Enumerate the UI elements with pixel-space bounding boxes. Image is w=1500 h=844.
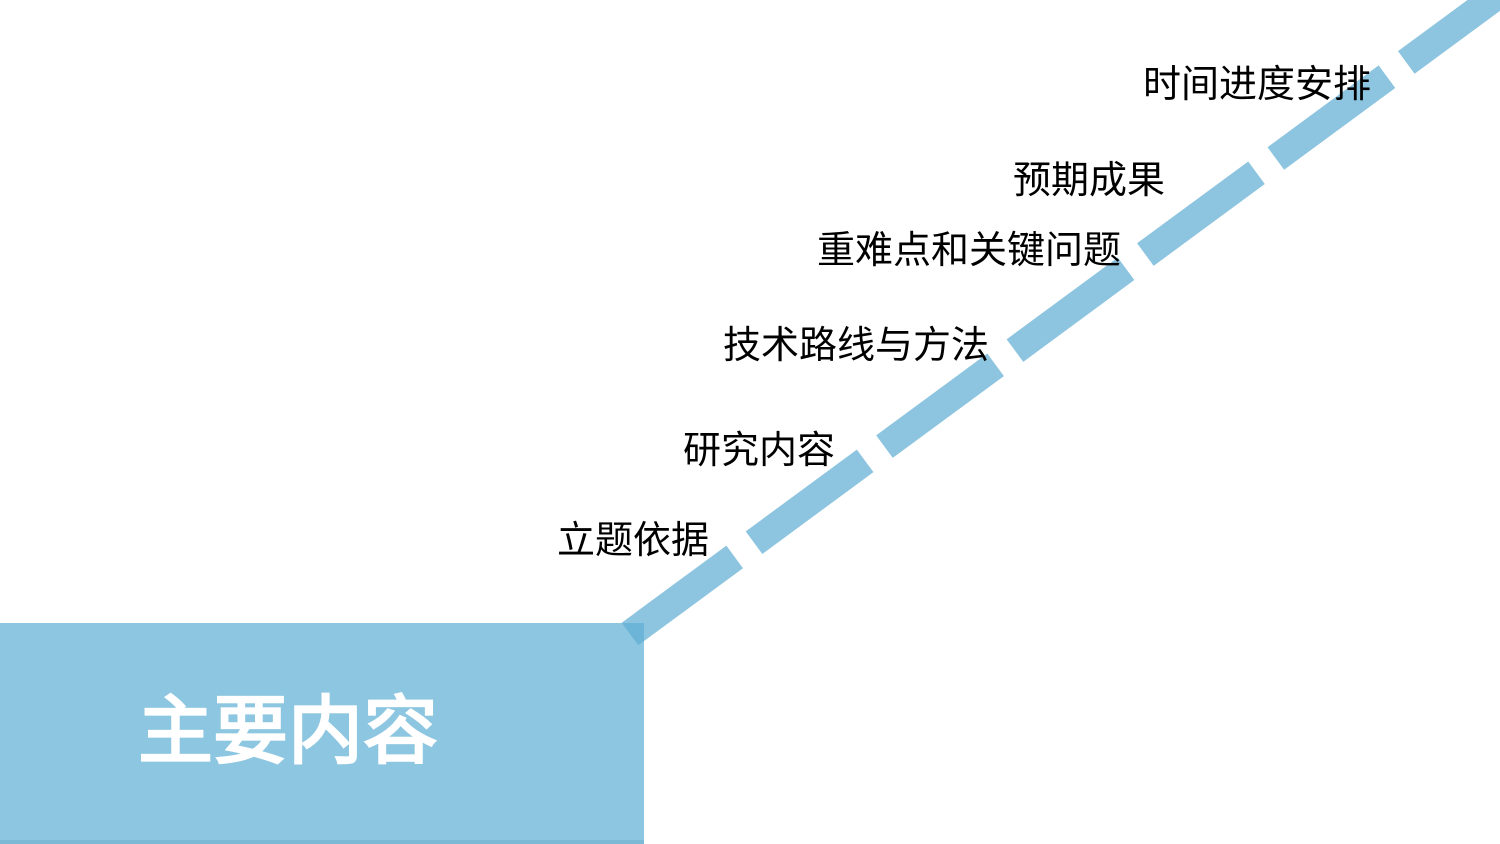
agenda-item-label: 时间进度安排 [1143,64,1372,106]
title-box-bottom-edge [0,840,644,844]
agenda-item-label: 预期成果 [1013,160,1166,202]
agenda-item-label: 研究内容 [683,430,836,472]
agenda-item-label: 立题依据 [557,520,710,562]
title-box [0,623,644,844]
agenda-item-label: 技术路线与方法 [723,325,990,367]
slide-title: 主要内容 [138,689,439,773]
agenda-item-label: 重难点和关键问题 [817,230,1122,272]
